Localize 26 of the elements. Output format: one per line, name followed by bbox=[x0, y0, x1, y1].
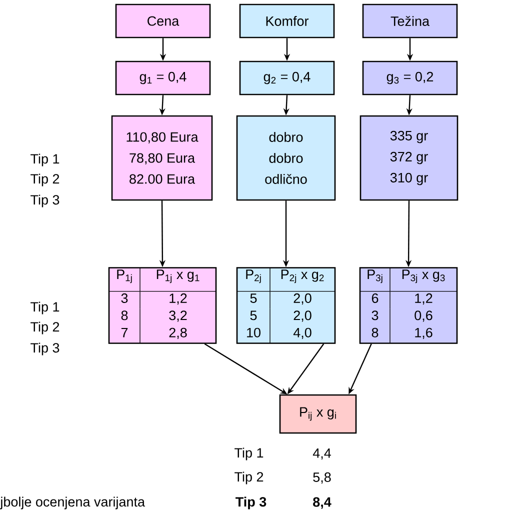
note-text: jbolje ocenjena varijanta bbox=[0, 496, 145, 510]
result-value: 4,4 bbox=[312, 448, 331, 460]
label-box: g$_{2}$ = 0,4 bbox=[239, 60, 335, 96]
score-table: P$_{3j}$ P$_{3j}$ x g$_{3}$ 6 1,2 3 0,6 8 1,6 bbox=[359, 267, 458, 344]
row-label: Tip 2 bbox=[30, 322, 60, 334]
value-box: 335 gr 372 gr 310 gr bbox=[360, 115, 458, 201]
label-box: Cena bbox=[115, 4, 211, 38]
row-label: Tip 3 bbox=[236, 496, 266, 510]
row-label: Tip 1 bbox=[234, 448, 264, 460]
row-label: Tip 2 bbox=[234, 472, 264, 484]
row-label: Tip 3 bbox=[30, 194, 60, 208]
label-box: Težina bbox=[362, 4, 458, 38]
score-table: P$_{1j}$ P$_{1j}$ x g$_{1}$ 3 1,2 8 3,2 7 2,8 bbox=[108, 267, 217, 344]
value-box: dobro dobro odlično bbox=[236, 115, 336, 201]
row-label: Tip 2 bbox=[30, 174, 60, 186]
label-box: g$_{3}$ = 0,2 bbox=[362, 60, 458, 96]
row-label: Tip 1 bbox=[30, 154, 60, 166]
row-label: Tip 1 bbox=[30, 302, 60, 314]
value-box: 110,80 Eura 78,80 Eura 82.00 Eura bbox=[111, 115, 213, 201]
result-value: 8,4 bbox=[313, 497, 332, 509]
label-box: Komfor bbox=[239, 4, 335, 38]
label-box: g$_{1}$ = 0,4 bbox=[115, 60, 211, 96]
score-table: P$_{2j}$ P$_{2j}$ x g$_{2}$ 5 2,0 5 2,0 10 4,0 bbox=[236, 267, 336, 344]
label-box: P$_{ij}$ x g$_{i}$ bbox=[279, 394, 357, 434]
row-label: Tip 3 bbox=[30, 342, 60, 356]
result-value: 5,8 bbox=[313, 472, 331, 484]
